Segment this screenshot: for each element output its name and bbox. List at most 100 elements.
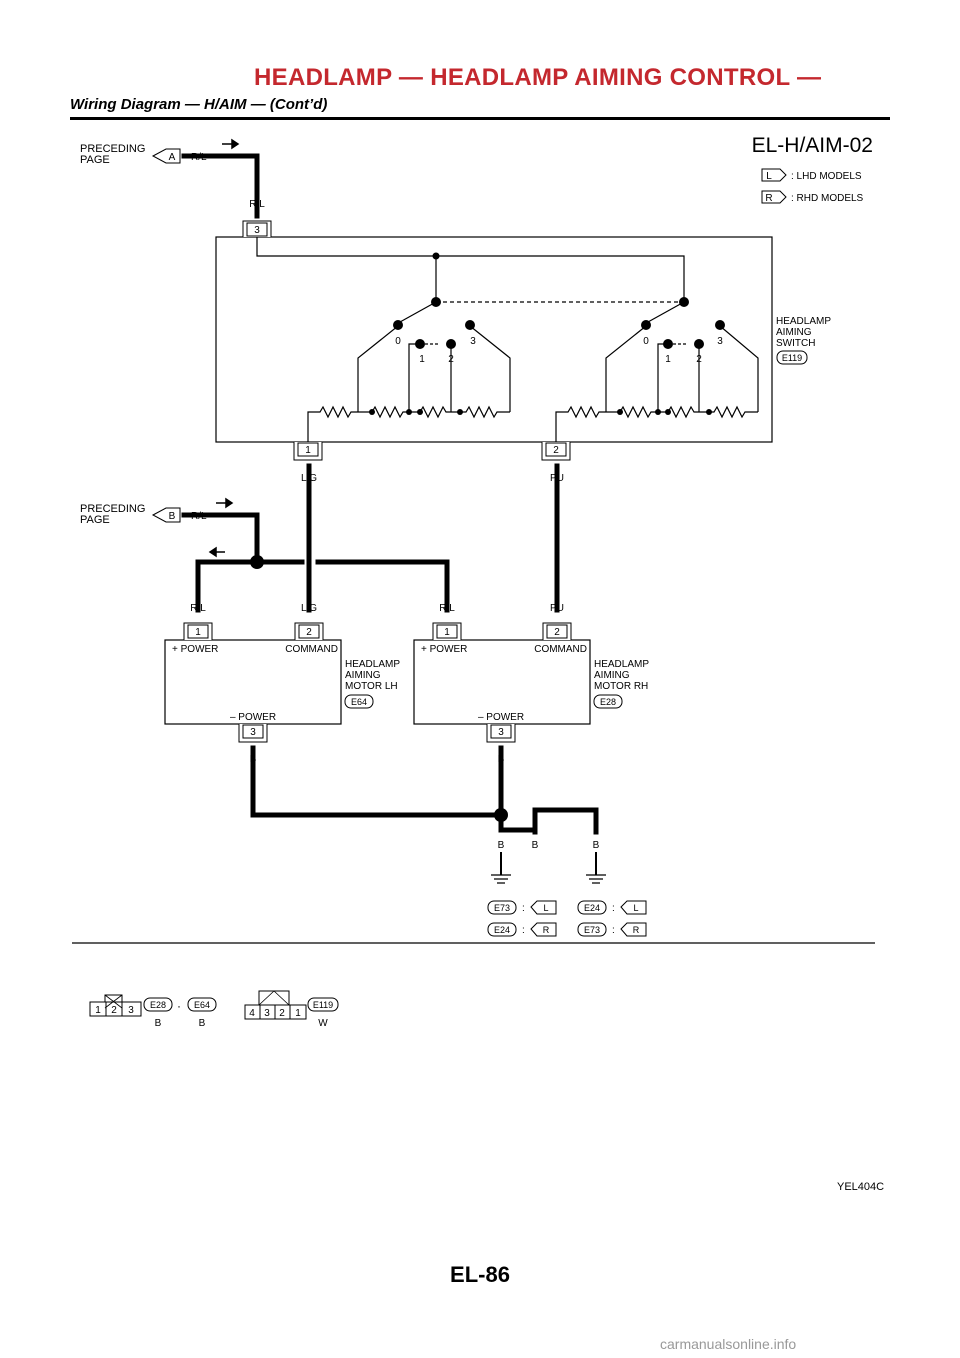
preceding-connector: B [169,511,176,522]
preceding-label: PRECEDING [80,143,145,155]
motor-terminal-label: COMMAND [285,644,338,655]
pin-number: 3 [264,1008,270,1019]
component-name: AIMING [345,670,381,681]
ground-symbols [491,852,606,884]
legend-lhd: L : LHD MODELS [761,168,862,182]
wire-label: PU [550,603,564,614]
wire-rl-lh [195,559,260,613]
motor-terminal-label: + POWER [421,644,467,655]
headlamp-aiming-motor-rh: 1 2 3 + POWER COMMAND – POWER HEADLAMP A… [413,622,649,743]
wire-rl-top [181,153,260,219]
splice-dot [494,808,508,822]
connector-view-three-pin: 1 2 3 E28 · E64 B B [89,994,217,1029]
pin-number: 4 [249,1008,255,1019]
component-name: AIMING [776,327,812,338]
wire-label: L/G [301,603,317,614]
legend-code: L [766,171,772,182]
pin-number: 1 [305,445,311,456]
pin-number: 2 [554,627,560,638]
wire-color: B [199,1018,206,1029]
switch-position: 2 [696,354,702,365]
component-name: AIMING [594,670,630,681]
pin-number: 2 [553,445,559,456]
wire-rl-rh-b [315,559,450,613]
model-code: L [633,903,638,913]
pin-number: 1 [444,627,450,638]
connector-id: E28 [600,697,616,707]
legend-code: R [765,193,772,204]
component-name: HEADLAMP [776,316,831,327]
separator: : [612,925,615,936]
connector-id: E24 [494,925,510,935]
pin-number: 1 [95,1005,101,1016]
separator: : [612,903,615,914]
model-code: L [543,903,548,913]
separator: · [177,999,181,1013]
wire-color: B [155,1018,162,1029]
motor-terminal-label: + POWER [172,644,218,655]
component-name: HEADLAMP [345,659,400,670]
header-rule [70,117,890,120]
connector-view-four-pin: 4 3 2 1 E119 W [244,990,339,1029]
ground-icon [491,852,511,884]
component-name: MOTOR RH [594,681,648,692]
separator: : [522,925,525,936]
preceding-label: PAGE [80,154,110,166]
component-name: SWITCH [776,338,815,349]
pin-number: 3 [250,727,256,738]
component-name: HEADLAMP [594,659,649,670]
connector-id: E119 [313,1000,333,1010]
ground-icon [586,852,606,884]
preceding-connector: A [169,152,176,163]
switch-position: 1 [419,354,425,365]
wire-rl-b [181,512,260,565]
pin-number: 2 [279,1008,285,1019]
wire-color: W [318,1018,328,1029]
wire-label: B [593,840,600,851]
pin-number: 3 [498,727,504,738]
switch-position: 3 [717,336,723,347]
page-header-subtitle: Wiring Diagram — H/AIM — (Cont’d) [70,96,328,113]
wire-label: B [498,754,505,765]
pin-number: 2 [111,1005,117,1016]
connector-id: E24 [584,903,600,913]
pin-number: 2 [306,627,312,638]
connector-id: E64 [194,1000,210,1010]
wire-label: B [498,840,505,851]
connector-id: E64 [351,697,367,707]
ground-connector-table: E73 : L E24 : R E24 : L E73 : R [487,900,647,937]
wire-label: R/L [190,603,206,614]
headlamp-aiming-motor-lh: 1 2 3 + POWER COMMAND – POWER HEADLAMP A… [164,622,400,743]
connector-id: E119 [782,353,802,363]
switch-position: 0 [643,336,649,347]
switch-position: 1 [665,354,671,365]
component-name: MOTOR LH [345,681,398,692]
legend-desc: : RHD MODELS [791,193,864,204]
harness-wires [181,153,599,835]
splice-dot [250,555,264,569]
wire-label: R/L [439,603,455,614]
switch-position: 3 [470,336,476,347]
preceding-label: PRECEDING [80,503,145,515]
motor-terminal-label: COMMAND [534,644,587,655]
watermark: carmanualsonline.info [660,1336,797,1352]
headlamp-aiming-switch: 3 1 2 [215,220,831,461]
wire-label: R/L [249,199,265,210]
model-code: R [633,925,640,935]
arrow-right-icon [222,138,240,150]
motor-terminal-label: – POWER [478,712,524,723]
wire-label: L/G [301,473,317,484]
switch-position: 0 [395,336,401,347]
separator: : [522,903,525,914]
connector-id: E28 [150,1000,166,1010]
pin-number: 3 [254,225,260,236]
connector-id: E73 [584,925,600,935]
legend-rhd: R : RHD MODELS [761,190,864,204]
switch-position: 2 [448,354,454,365]
pin-number: 1 [195,627,201,638]
preceding-page-a: PRECEDING PAGE A R/L [80,138,240,166]
page-header-title: HEADLAMP — HEADLAMP AIMING CONTROL — [254,64,822,91]
legend-desc: : LHD MODELS [791,171,862,182]
figure-id: YEL404C [837,1181,885,1193]
